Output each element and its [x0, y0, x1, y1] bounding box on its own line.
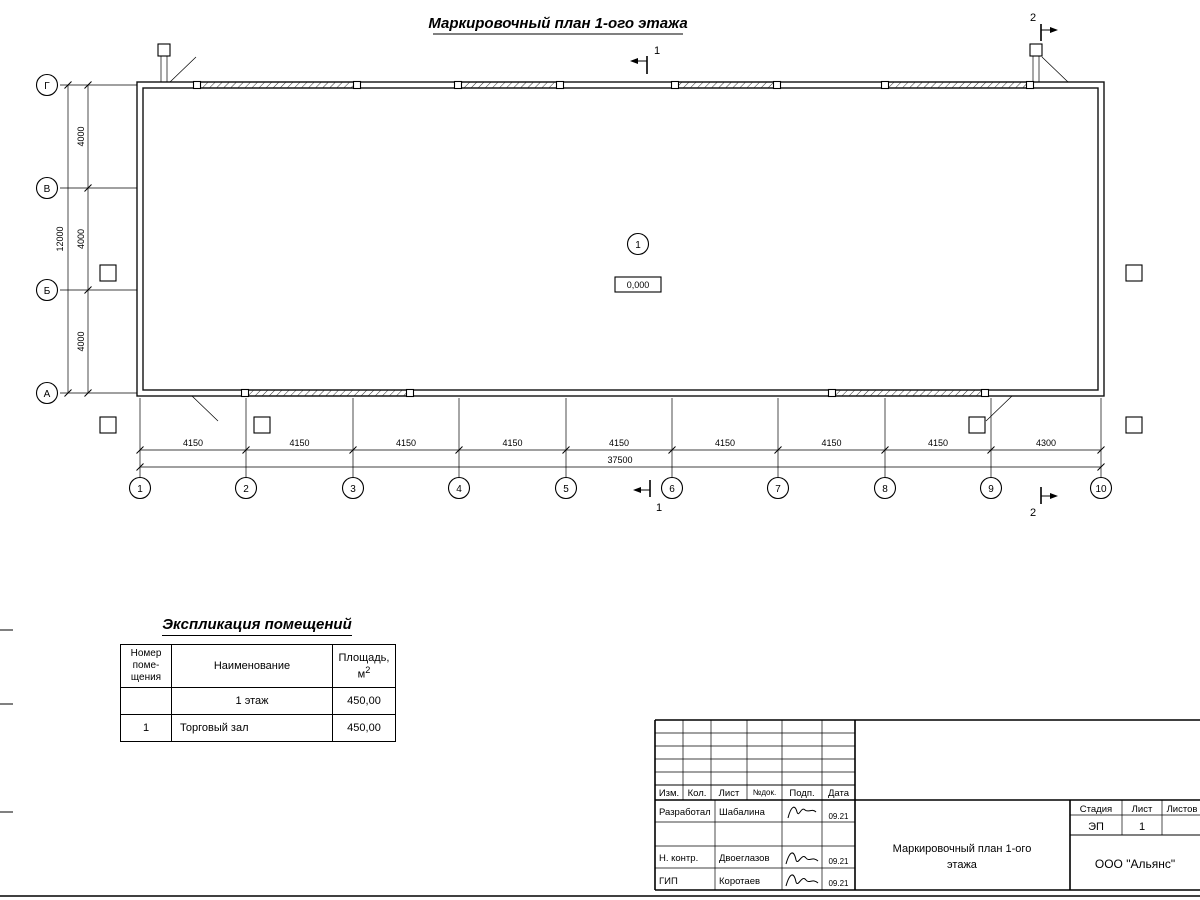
schedule-cell: 1 этаж [171, 687, 333, 715]
signature-icon [785, 874, 819, 887]
detached-columns [99, 264, 1143, 434]
role-label: Разработал [659, 807, 711, 818]
axis-grid-bottom: 4150 4150 4150 4150 4150 4150 4150 4150 … [128, 398, 1113, 500]
axis-label: Г [44, 81, 50, 92]
axis-label: Б [44, 286, 51, 297]
axis-circles-left: Г В Б А [35, 73, 59, 405]
rev-header: Изм. [659, 788, 679, 799]
dim-label: 4150 [289, 438, 309, 448]
axis-label: 8 [882, 484, 888, 495]
dim-label: 4300 [1036, 438, 1056, 448]
rev-header: Кол. [688, 788, 707, 799]
dim-label: 4150 [396, 438, 416, 448]
dim-label: 4150 [502, 438, 522, 448]
dim-label: 4150 [928, 438, 948, 448]
dim-label: 4150 [715, 438, 735, 448]
dim-label: 4000 [76, 126, 86, 146]
axis-label: В [44, 184, 51, 195]
table-row: 1 этаж 450,00 [120, 687, 396, 715]
date-value: 09.21 [828, 812, 849, 821]
schedule-header-name: Наименование [171, 644, 333, 688]
rev-header: Дата [828, 788, 850, 799]
sheet-label: Лист [1132, 804, 1153, 815]
role-label: Н. контр. [659, 853, 698, 864]
schedule-header-number: Номер поме- щения [120, 644, 172, 688]
section-label: 2 [1030, 12, 1036, 24]
schedule-cell: 1 [120, 714, 172, 742]
dim-total-label: 12000 [55, 226, 65, 251]
room-number: 1 [635, 240, 641, 251]
dim-label: 4000 [76, 331, 86, 351]
axis-label: 10 [1095, 484, 1107, 495]
axis-label: 4 [456, 484, 462, 495]
axis-label: 6 [669, 484, 675, 495]
section-label: 2 [1030, 507, 1036, 519]
signature-icon [787, 806, 817, 819]
room-schedule: Экспликация помещений Номер поме- щения … [120, 616, 396, 742]
elevation-marker: 0,000 [614, 276, 662, 293]
section-marks: 1 1 2 2 [630, 12, 1058, 519]
dim-label: 4150 [183, 438, 203, 448]
schedule-header-area: Площадь, м2 [332, 644, 396, 688]
axis-label: 1 [137, 484, 143, 495]
doc-title-line2: этажа [947, 859, 978, 871]
person-name: Шабалина [719, 807, 766, 818]
axis-label: 9 [988, 484, 994, 495]
rev-header: Подп. [789, 788, 814, 799]
room-marker: 1 [626, 232, 650, 256]
section-label: 1 [654, 45, 660, 57]
stage-label: Стадия [1080, 804, 1112, 815]
window-strips [196, 81, 1031, 397]
section-label: 1 [656, 502, 662, 514]
date-value: 09.21 [828, 879, 849, 888]
date-value: 09.21 [828, 857, 849, 866]
axis-label: 7 [775, 484, 781, 495]
dim-total-label: 37500 [607, 455, 632, 465]
schedule-table: Номер поме- щения Наименование Площадь, … [120, 644, 396, 742]
schedule-cell: Торговый зал [171, 714, 333, 742]
elevation-value: 0,000 [627, 280, 650, 290]
axis-circles-bottom: 1 2 3 4 5 6 7 8 9 10 [128, 476, 1113, 500]
dim-label: 4150 [821, 438, 841, 448]
schedule-title: Экспликация помещений [120, 616, 394, 636]
rev-header: №док. [753, 788, 776, 797]
schedule-cell: 450,00 [332, 687, 396, 715]
axis-grid-left: 4000 4000 4000 12000 Г В Б А [35, 73, 137, 405]
sheet-title-group: Маркировочный план 1-ого этажа [428, 15, 688, 35]
building-outline [99, 43, 1143, 434]
schedule-cell [120, 687, 172, 715]
entrance-details [157, 43, 1069, 422]
table-row: 1 Торговый зал 450,00 [120, 714, 396, 742]
dim-ticks [136, 446, 1105, 454]
page-title: Маркировочный план 1-ого этажа [428, 15, 687, 32]
schedule-cell: 450,00 [332, 714, 396, 742]
title-block: Изм. Кол. Лист №док. Подп. Дата Разработ… [654, 719, 1200, 891]
dim-label: 4000 [76, 229, 86, 249]
person-name: Коротаев [719, 876, 760, 887]
wall-pilasters [192, 80, 1035, 398]
dim-label: 4150 [609, 438, 629, 448]
axis-label: 2 [243, 484, 249, 495]
rev-header: Лист [719, 788, 740, 799]
company-name: ООО "Альянс" [1095, 857, 1175, 871]
sheets-label: Листов [1167, 804, 1198, 815]
axis-label: 3 [350, 484, 356, 495]
dim-labels-bottom: 4150 4150 4150 4150 4150 4150 4150 4150 … [183, 438, 1056, 448]
frame-marks [0, 629, 1200, 897]
axis-label: 5 [563, 484, 569, 495]
stage-value: ЭП [1088, 821, 1104, 833]
sheet-value: 1 [1139, 821, 1145, 833]
person-name: Двоеглазов [719, 853, 770, 864]
signature-icon [785, 852, 819, 865]
role-label: ГИП [659, 876, 678, 887]
doc-title-line1: Маркировочный план 1-ого [893, 843, 1032, 855]
axis-label: А [44, 389, 51, 400]
